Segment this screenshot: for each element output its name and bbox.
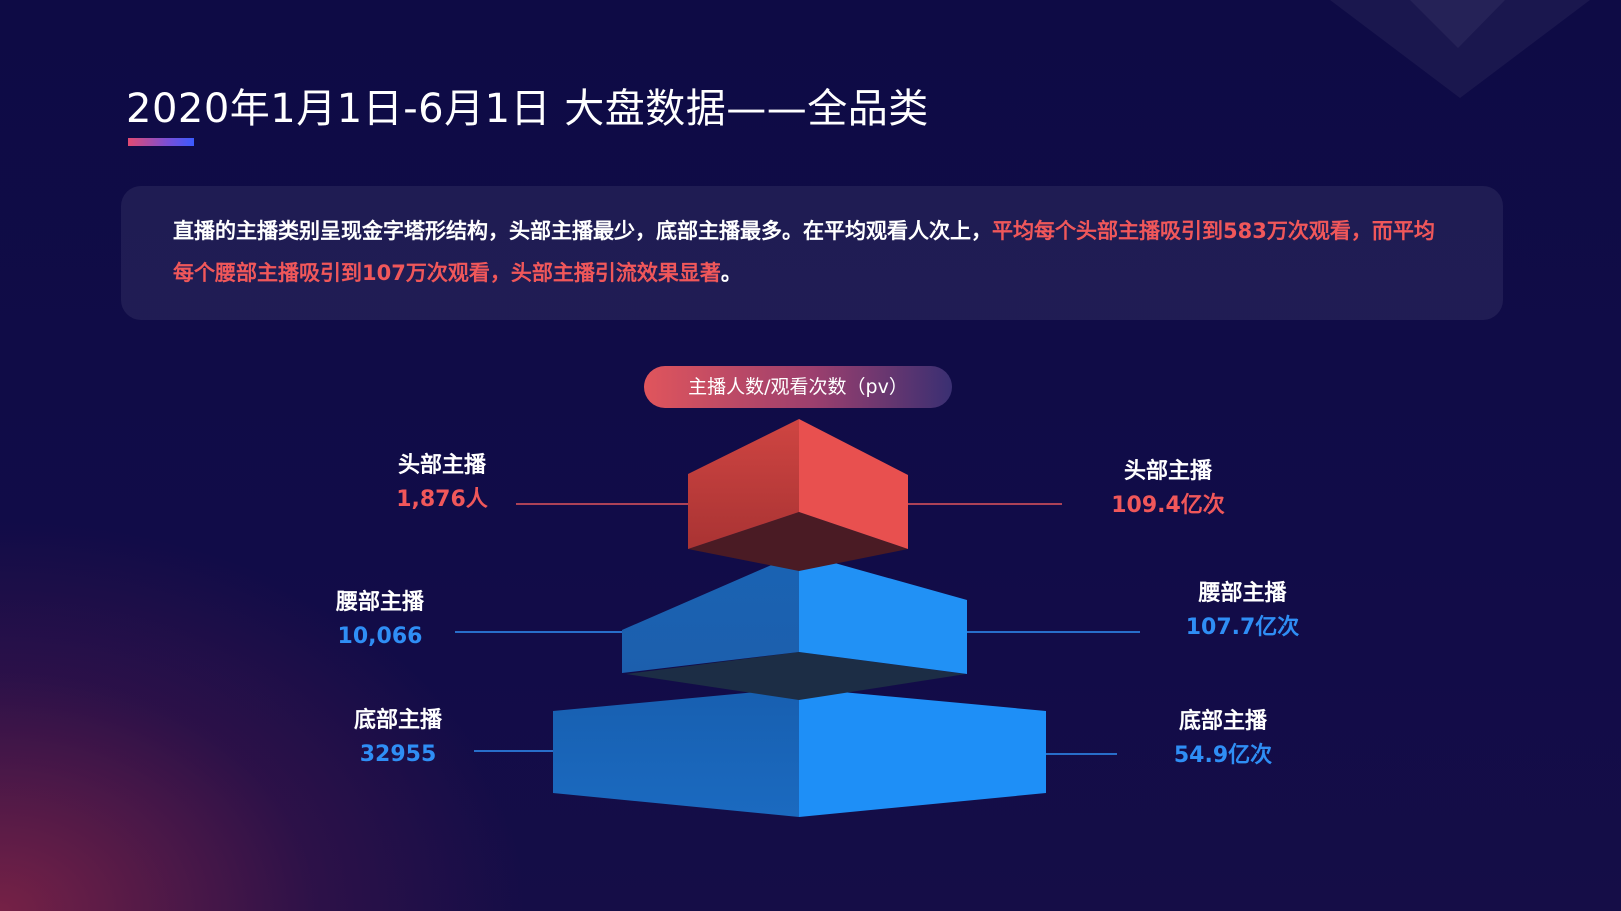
label-base-count: 底部主播 32955 xyxy=(334,704,462,772)
tier-count: 32955 xyxy=(359,742,437,767)
pyramid-tier-head xyxy=(688,419,908,571)
label-head-count: 头部主播 1,876人 xyxy=(378,449,506,517)
chart-caption-pill: 主播人数/观看次数（pv） xyxy=(644,366,952,408)
tier-views: 54.9亿次 xyxy=(1173,743,1273,768)
tier-count: 10,066 xyxy=(337,624,423,649)
pyramid-tier-waist xyxy=(622,553,967,700)
tier-count: 1,876人 xyxy=(396,487,488,512)
tier-views: 107.7亿次 xyxy=(1185,615,1300,640)
tier-name: 腰部主播 xyxy=(335,590,424,615)
summary-box: 直播的主播类别呈现金字塔形结构，头部主播最少，底部主播最多。在平均观看人次上，平… xyxy=(121,186,1503,320)
tier-name: 腰部主播 xyxy=(1198,581,1287,606)
page-title: 2020年1月1日-6月1日 大盘数据——全品类 xyxy=(126,86,929,132)
tier-views: 109.4亿次 xyxy=(1111,493,1225,518)
summary-text: 直播的主播类别呈现金字塔形结构，头部主播最少，底部主播最多。在平均观看人次上， xyxy=(173,219,992,243)
summary-text-end: 。 xyxy=(720,261,742,285)
tier-name: 头部主播 xyxy=(397,453,486,478)
label-head-views: 头部主播 109.4亿次 xyxy=(1103,455,1233,523)
summary-highlight: 平均每个头部主播吸引到583万次观看，而平均每个腰部主播吸引到107万次观看，头… xyxy=(173,219,1435,285)
tier-name: 底部主播 xyxy=(1178,709,1267,734)
tier-name: 头部主播 xyxy=(1123,459,1212,484)
label-waist-views: 腰部主播 107.7亿次 xyxy=(1175,577,1310,645)
label-base-views: 底部主播 54.9亿次 xyxy=(1158,705,1288,773)
pyramid-tier-base xyxy=(553,688,1046,817)
tier-name: 底部主播 xyxy=(353,708,442,733)
title-underline xyxy=(128,138,194,146)
label-waist-count: 腰部主播 10,066 xyxy=(316,586,444,654)
